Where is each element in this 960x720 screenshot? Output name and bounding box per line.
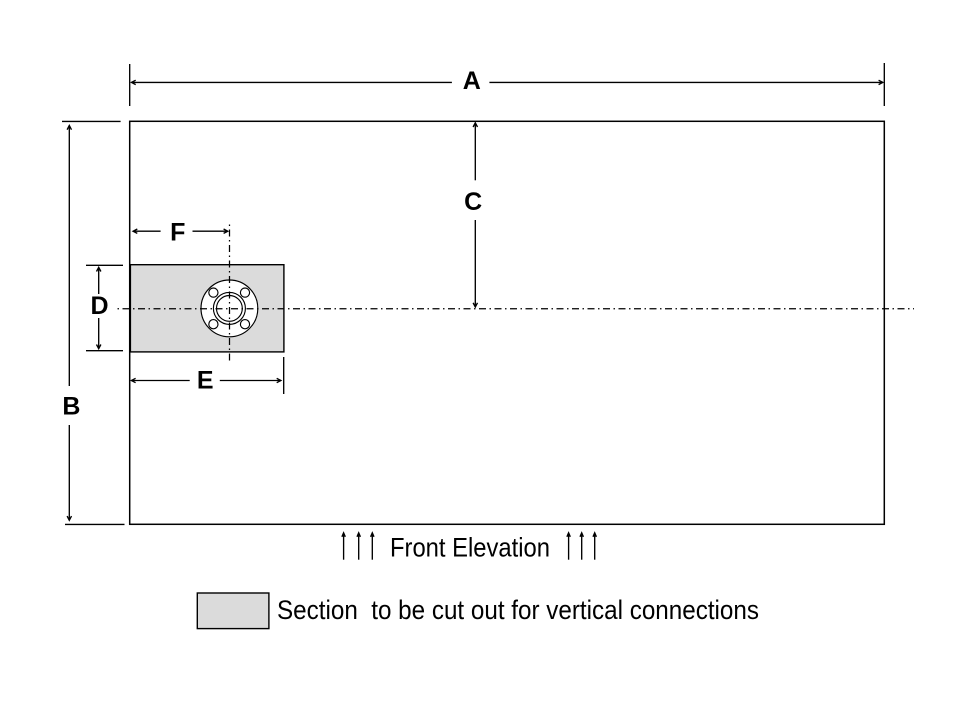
svg-text:E: E (197, 367, 214, 395)
svg-text:F: F (170, 219, 185, 247)
svg-text:Section to be cut out for ver: Section to be cut out for vertical conne… (277, 595, 759, 625)
svg-text:B: B (62, 393, 80, 421)
svg-text:Front Elevation: Front Elevation (390, 533, 550, 563)
svg-text:C: C (464, 188, 482, 216)
svg-text:A: A (463, 67, 481, 95)
svg-text:D: D (90, 292, 108, 320)
